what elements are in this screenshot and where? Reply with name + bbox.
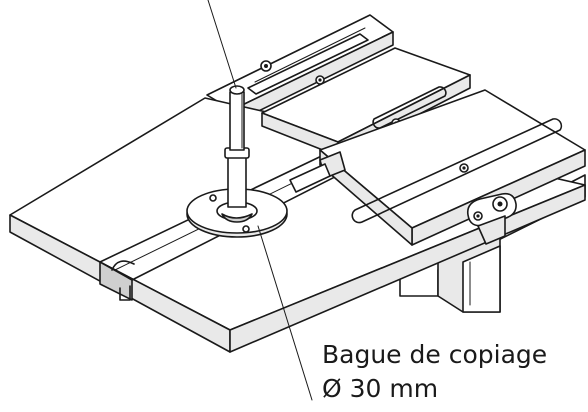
spindle-pin	[224, 85, 250, 208]
ring-leader-line	[257, 225, 313, 401]
back-rail	[206, 14, 394, 125]
top-leader-line	[207, 0, 237, 89]
centre-slider	[289, 151, 346, 193]
callout-label-name: Bague de copiage	[322, 340, 548, 369]
clamp-lever	[466, 192, 517, 245]
copy-ring	[186, 188, 288, 238]
callout-label-diameter: Ø 30 mm	[322, 374, 439, 403]
